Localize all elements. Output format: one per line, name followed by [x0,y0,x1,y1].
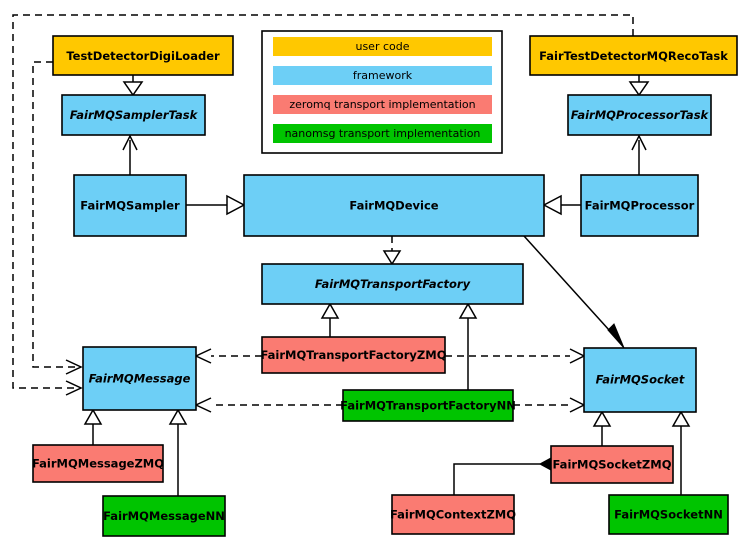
edge-tfnn-to-message [194,397,343,413]
node-box[interactable] [567,94,712,136]
edge-socketzmq-to-socket [592,410,612,446]
node-box[interactable] [82,346,197,411]
node-box[interactable] [391,494,515,535]
edge-sampler-to-device [186,194,246,216]
node-fairmqmessagezmq[interactable]: FairMQMessageZMQ [32,444,164,483]
node-label: FairMQSocketNN [614,508,723,522]
edge-device-to-transportfactory [382,236,402,266]
node-box[interactable] [261,336,446,374]
node-box[interactable] [52,35,234,76]
node-fairmqprocessor[interactable]: FairMQProcessor [580,174,699,237]
node-label: FairMQProcessor [585,199,695,213]
node-fairmqcontextzmq[interactable]: FairMQContextZMQ [390,494,516,535]
edge-contextzmq-to-socketzmq [453,457,564,495]
node-fairmqtransportfactorynn[interactable]: FairMQTransportFactoryNN [340,389,516,422]
node-label: FairMQProcessorTask [571,108,710,122]
edge-sampler-to-samplertask [122,134,138,175]
edge-recotask-generalization [628,75,650,97]
edge-recotask-to-message [12,14,634,396]
node-fairmqsocket[interactable]: FairMQSocket [583,347,697,413]
edges-layer [12,14,691,496]
legend-swatch [273,95,492,114]
node-label: FairMQMessage [89,372,191,386]
legend-swatch [273,66,492,85]
node-box[interactable] [342,389,514,422]
node-testdetectordigiloader[interactable]: TestDetectorDigiLoader [52,35,234,76]
edge-tfnn-to-tf [458,302,478,390]
legend-label: framework [353,69,413,82]
legend: user code framework zeromq transport imp… [261,30,503,154]
node-label: FairMQSampler [80,199,180,213]
edge-tfzmq-to-tf [320,302,340,337]
node-box[interactable] [102,495,226,537]
node-fairtestdetectormqrecotask[interactable]: FairTestDetectorMQRecoTask [529,35,738,76]
node-box[interactable] [580,174,699,237]
legend-label: zeromq transport implementation [289,98,475,111]
node-fairmqmessage[interactable]: FairMQMessage [82,346,197,411]
legend-item-framework: framework [273,66,492,85]
node-fairmqtransportfactory[interactable]: FairMQTransportFactory [261,263,524,305]
node-label: FairMQTransportFactoryZMQ [260,348,446,362]
node-fairmqprocessortask[interactable]: FairMQProcessorTask [567,94,712,136]
node-label: FairMQContextZMQ [390,508,516,522]
nodes-layer: TestDetectorDigiLoader FairTestDetectorM… [32,35,738,537]
edge-tfzmq-to-socket [445,348,586,364]
legend-label: user code [355,40,409,53]
node-box[interactable] [261,263,524,305]
legend-item-zeromq: zeromq transport implementation [273,95,492,114]
edge-digiloader-generalization [122,75,144,97]
node-label: FairMQSocket [596,373,685,387]
node-box[interactable] [73,174,187,237]
edge-processor-to-device [542,194,581,216]
node-box[interactable] [32,444,164,483]
node-fairmqsampler[interactable]: FairMQSampler [73,174,187,237]
node-label: FairMQTransportFactoryNN [340,399,516,413]
node-fairmqmessagenn[interactable]: FairMQMessageNN [102,495,226,537]
legend-item-user-code: user code [273,37,492,56]
node-fairmqdevice[interactable]: FairMQDevice [243,174,545,237]
node-label: FairMQSamplerTask [70,108,199,122]
edge-tfzmq-to-message [194,348,262,364]
node-box[interactable] [243,174,545,237]
legend-swatch [273,37,492,56]
node-fairmqsocketzmq[interactable]: FairMQSocketZMQ [550,445,674,484]
edge-messagezmq-to-message [83,408,103,445]
node-label: FairTestDetectorMQRecoTask [539,49,728,63]
node-fairmqsocketnn[interactable]: FairMQSocketNN [608,494,729,535]
legend-swatch [273,124,492,143]
node-label: FairMQSocketZMQ [553,458,672,472]
legend-item-nanomsg: nanomsg transport implementation [273,124,492,143]
node-box[interactable] [608,494,729,535]
node-box[interactable] [550,445,674,484]
edge-processor-to-processortask [631,134,647,175]
node-fairmqsamplertask[interactable]: FairMQSamplerTask [61,94,206,136]
node-box[interactable] [61,94,206,136]
edge-socketnn-to-socket [671,410,691,495]
edge-messagenn-to-message [168,408,188,496]
edge-device-to-socket [523,235,625,349]
node-box[interactable] [583,347,697,413]
node-fairmqtransportfactoryzmq[interactable]: FairMQTransportFactoryZMQ [260,336,447,374]
node-label: FairMQMessageNN [103,509,225,523]
node-label: FairMQTransportFactory [315,277,471,291]
node-label: TestDetectorDigiLoader [66,49,220,63]
edge-tfnn-to-socket [513,397,586,413]
node-label: FairMQMessageZMQ [32,457,164,471]
edge-digiloader-to-message [32,61,83,375]
node-label: FairMQDevice [349,199,438,213]
node-box[interactable] [529,35,738,76]
legend-label: nanomsg transport implementation [285,127,481,140]
